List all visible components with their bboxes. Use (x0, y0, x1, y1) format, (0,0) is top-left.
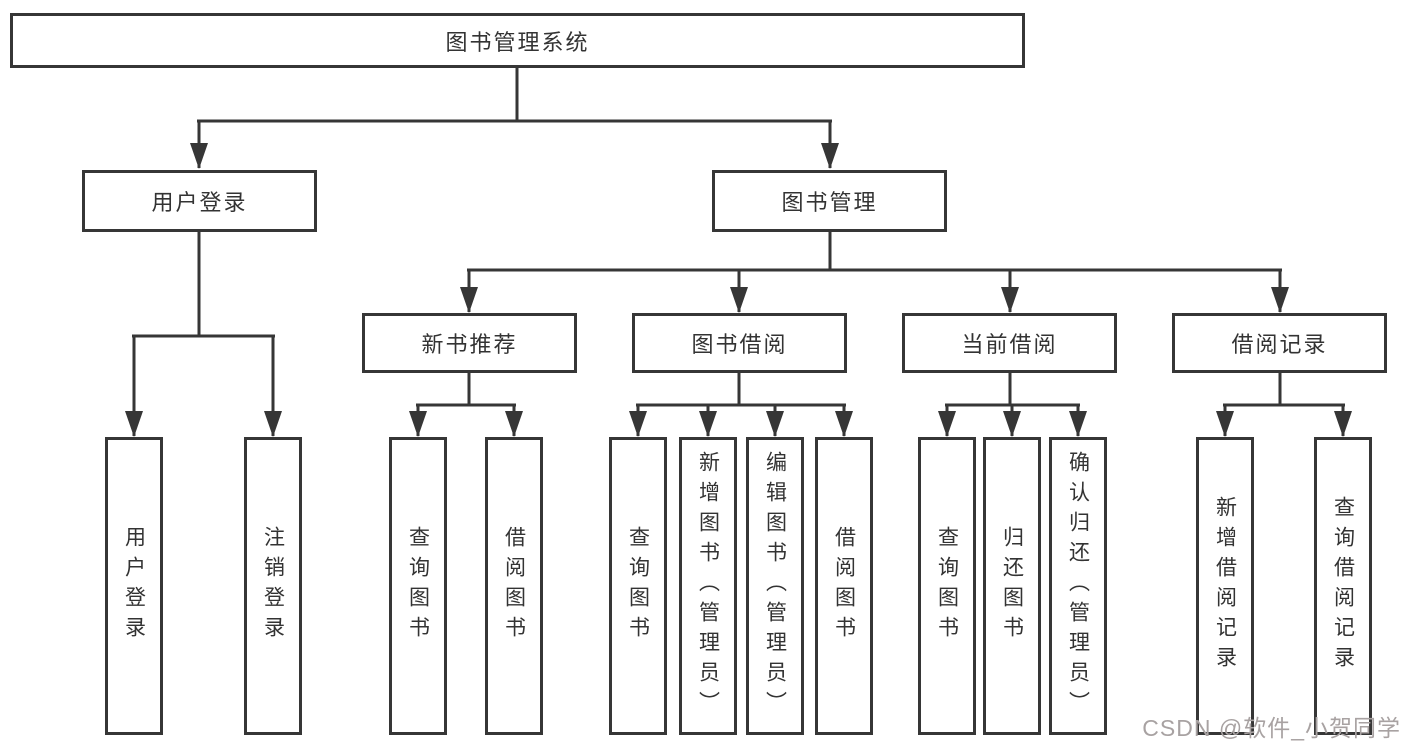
connector-arrows (125, 121, 1352, 437)
node-module-new-book-recommend-label: 新书推荐 (421, 332, 518, 357)
node-leaf-return-books: 归还图书 (983, 437, 1041, 735)
node-module-book-borrow: 图书借阅 (632, 313, 847, 373)
node-module-current-borrow: 当前借阅 (902, 313, 1117, 373)
node-branch-user-login-label: 用户登录 (151, 190, 248, 215)
node-module-borrow-records: 借阅记录 (1172, 313, 1387, 373)
node-root-system-label: 图书管理系统 (445, 29, 590, 55)
node-leaf-query-books-borrow-label: 查询图书 (626, 526, 650, 646)
node-leaf-logout: 注销登录 (244, 437, 302, 735)
node-leaf-query-books-borrow: 查询图书 (609, 437, 667, 735)
node-module-current-borrow-label: 当前借阅 (961, 332, 1058, 357)
node-root-system: 图书管理系统 (10, 13, 1025, 68)
node-module-book-borrow-label: 图书借阅 (691, 332, 788, 357)
node-leaf-query-books-recommend-label: 查询图书 (406, 526, 430, 646)
node-leaf-edit-books-admin: 编辑图书（管理员） (746, 437, 804, 735)
node-leaf-logout-label: 注销登录 (261, 526, 285, 646)
node-leaf-user-login: 用户登录 (105, 437, 163, 735)
node-leaf-query-books-recommend: 查询图书 (389, 437, 447, 735)
node-leaf-borrow-books-recommend: 借阅图书 (485, 437, 543, 735)
node-leaf-borrow-books-label: 借阅图书 (832, 526, 856, 646)
node-leaf-user-login-label: 用户登录 (122, 526, 146, 646)
node-branch-book-management: 图书管理 (712, 170, 947, 232)
node-leaf-add-books-admin-label: 新增图书（管理员） (696, 451, 720, 721)
connector-stems (197, 68, 1282, 406)
node-leaf-borrow-books: 借阅图书 (815, 437, 873, 735)
node-leaf-confirm-return-admin-label: 确认归还（管理员） (1066, 451, 1090, 721)
csdn-watermark: CSDN @软件_小贺同学 (1142, 715, 1401, 741)
node-leaf-borrow-books-recommend-label: 借阅图书 (502, 526, 526, 646)
node-module-borrow-records-label: 借阅记录 (1231, 332, 1328, 357)
node-leaf-confirm-return-admin: 确认归还（管理员） (1049, 437, 1107, 735)
node-leaf-add-books-admin: 新增图书（管理员） (679, 437, 737, 735)
node-branch-user-login: 用户登录 (82, 170, 317, 232)
node-leaf-add-borrow-record-label: 新增借阅记录 (1213, 496, 1237, 676)
node-leaf-edit-books-admin-label: 编辑图书（管理员） (763, 451, 787, 721)
node-leaf-query-books-current-label: 查询图书 (935, 526, 959, 646)
node-module-new-book-recommend: 新书推荐 (362, 313, 577, 373)
node-leaf-add-borrow-record: 新增借阅记录 (1196, 437, 1254, 735)
node-leaf-query-books-current: 查询图书 (918, 437, 976, 735)
node-branch-book-management-label: 图书管理 (781, 190, 878, 215)
node-leaf-return-books-label: 归还图书 (1000, 526, 1024, 646)
node-leaf-query-borrow-record-label: 查询借阅记录 (1331, 496, 1355, 676)
node-leaf-query-borrow-record: 查询借阅记录 (1314, 437, 1372, 735)
